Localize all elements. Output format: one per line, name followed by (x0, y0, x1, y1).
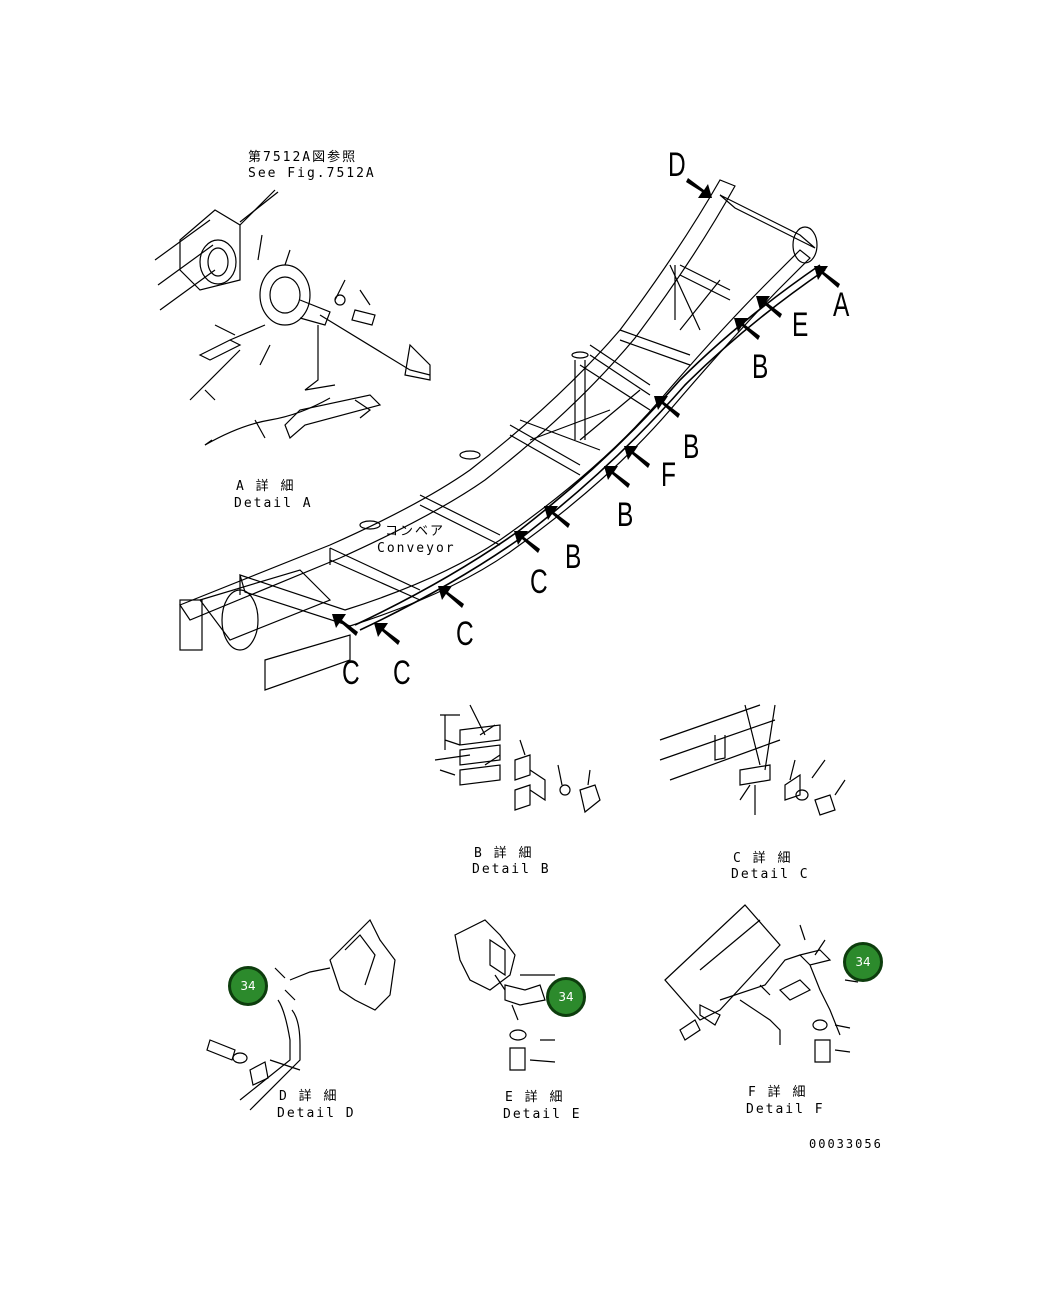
drawing-number: 00033056 (809, 1137, 883, 1151)
detail-e-drawing (454, 919, 556, 1071)
detail-f-drawing (664, 904, 859, 1063)
detail-c-title-en: Detail C (731, 867, 810, 882)
detail-a-drawing (154, 189, 431, 446)
part-34-badge-detail-e[interactable]: 34 (546, 977, 586, 1017)
callout-b-1[interactable]: B (752, 348, 769, 386)
detail-d-title-ja: D 詳 細 (279, 1089, 339, 1104)
callout-a[interactable]: A (833, 286, 850, 324)
reference-leader (239, 191, 279, 223)
detail-c-title-ja: C 詳 細 (733, 851, 793, 866)
conveyor-frame (179, 179, 826, 691)
callout-b-2[interactable]: B (683, 428, 700, 466)
part-34-badge-detail-f[interactable]: 34 (843, 942, 883, 982)
callout-arrows (332, 178, 840, 645)
detail-b-drawing (434, 704, 601, 814)
detail-e-title-ja: E 詳 細 (505, 1090, 565, 1105)
detail-f-title-ja: F 詳 細 (748, 1085, 808, 1100)
detail-e-title-en: Detail E (503, 1107, 582, 1122)
callout-b-4[interactable]: B (565, 538, 582, 576)
detail-f-title-en: Detail F (746, 1102, 825, 1117)
callout-c-1[interactable]: C (530, 563, 548, 601)
detail-b-title-en: Detail B (472, 862, 551, 877)
detail-b-title-ja: B 詳 細 (474, 846, 534, 861)
detail-d-title-en: Detail D (277, 1106, 356, 1121)
conveyor-label-ja: コンベア (385, 524, 446, 539)
callout-b-3[interactable]: B (617, 496, 634, 534)
callout-e[interactable]: E (792, 306, 809, 344)
callout-c-2[interactable]: C (456, 615, 474, 653)
detail-a-title-ja: A 詳 細 (236, 479, 296, 494)
callout-c-4[interactable]: C (393, 654, 411, 692)
reference-label-ja: 第7512A図参照 (248, 150, 358, 165)
callout-c-3[interactable]: C (342, 654, 360, 692)
callout-f[interactable]: F (661, 456, 676, 494)
conveyor-label-en: Conveyor (377, 541, 456, 556)
detail-d-drawing (206, 918, 396, 1111)
reference-label-en: See Fig.7512A (248, 166, 376, 181)
detail-c-drawing (659, 704, 846, 816)
detail-a-title-en: Detail A (234, 496, 313, 511)
callout-d[interactable]: D (668, 146, 686, 184)
part-34-badge-detail-d[interactable]: 34 (228, 966, 268, 1006)
